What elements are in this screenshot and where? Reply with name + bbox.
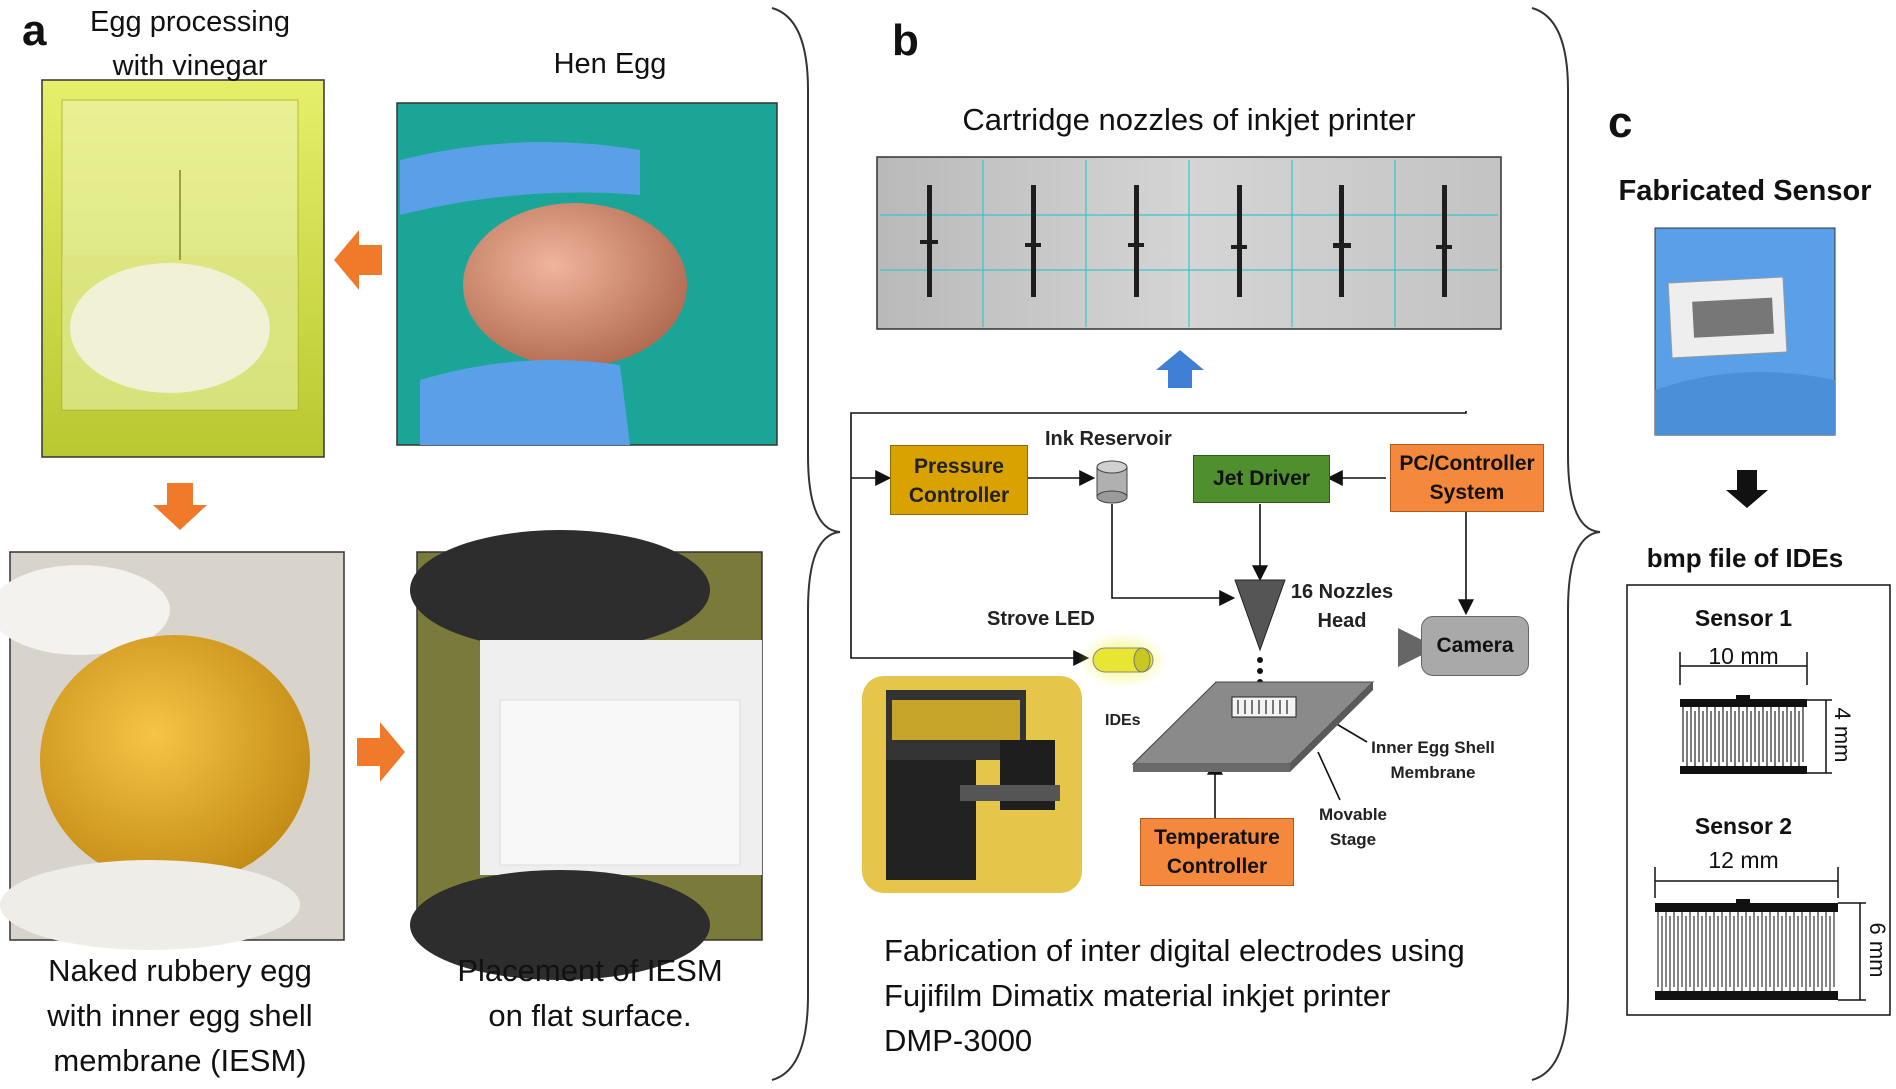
box-pc-controller: PC/Controller System <box>1390 444 1544 512</box>
label-line: Movable <box>1318 805 1388 824</box>
arrow-up-blue-icon <box>1156 350 1204 388</box>
title-bmp-file: bmp file of IDEs <box>1646 543 1844 573</box>
sensor2-ide <box>1654 867 1866 1001</box>
movable-stage-icon <box>1131 681 1375 772</box>
caption-line: Fujifilm Dimatix material inkjet printer <box>884 978 1391 1013</box>
caption-line: DMP-3000 <box>884 1023 1033 1058</box>
brace-right <box>1531 7 1601 1081</box>
box-line: Controller <box>1166 855 1268 878</box>
sensor1-ide <box>1679 652 1832 774</box>
arrow-hen-to-beaker-icon <box>334 230 382 290</box>
label-line: Egg processing <box>90 6 290 38</box>
photo-naked-egg <box>0 551 345 950</box>
caption-fabrication: Fabrication of inter digital electrodes … <box>884 928 1465 1063</box>
photo-hen-egg <box>396 102 778 446</box>
caption-line: Fabrication of inter digital electrodes … <box>884 933 1465 968</box>
arrow-naked-to-flat-icon <box>357 722 405 782</box>
nozzle-head-icon <box>1234 579 1286 652</box>
box-jet-driver: Jet Driver <box>1193 455 1330 503</box>
droplets <box>1257 657 1263 685</box>
box-line: Controller <box>908 484 1010 507</box>
sensor1-width: 10 mm <box>1708 643 1779 669</box>
label-line: with vinegar <box>112 50 268 82</box>
label-line: Inner Egg Shell <box>1371 738 1495 757</box>
sensor1-height: 4 mm <box>1830 707 1855 763</box>
sensor2-name: Sensor 2 <box>1694 813 1793 839</box>
box-camera: Camera <box>1421 616 1529 676</box>
label-line: Membrane <box>1390 763 1476 782</box>
label-ides: IDEs <box>1105 712 1141 729</box>
nozzle-image-title: Cartridge nozzles of inkjet printer <box>962 102 1416 137</box>
box-line: Pressure <box>914 455 1004 478</box>
panel-letter-c: c <box>1608 98 1633 147</box>
box-pressure-controller: Pressure Controller <box>890 445 1028 515</box>
nozzle-image <box>876 156 1502 330</box>
sensor1-name: Sensor 1 <box>1694 605 1793 631</box>
arrow-beaker-to-naked-icon <box>153 483 207 530</box>
label-nozzles-head: 16 Nozzles Head <box>1282 578 1402 636</box>
label-egg-processing: Egg processing with vinegar <box>60 0 320 88</box>
label-iesm-placement: Placement of IESM on flat surface. <box>410 948 770 1038</box>
brace-left <box>771 7 841 1081</box>
printer-photo <box>862 676 1082 893</box>
label-line: on flat surface. <box>488 998 692 1033</box>
label-movable-stage: Movable Stage <box>1303 802 1403 852</box>
label-line: with inner egg shell <box>47 998 313 1033</box>
sensor2-width: 12 mm <box>1708 847 1779 873</box>
label-line: Head <box>1317 610 1367 632</box>
ink-reservoir-icon <box>1096 460 1128 504</box>
label-line: 16 Nozzles <box>1290 581 1394 603</box>
label-strove-led: Strove LED <box>987 608 1095 630</box>
photo-beaker <box>41 79 325 458</box>
label-line: Naked rubbery egg <box>48 953 312 988</box>
box-temperature-controller: Temperature Controller <box>1140 818 1294 886</box>
box-line: PC/Controller <box>1399 452 1535 475</box>
panel-letter-b: b <box>892 16 919 65</box>
label-inner-membrane: Inner Egg Shell Membrane <box>1358 735 1508 785</box>
panel-letter-a: a <box>22 6 47 55</box>
camera-icon <box>1398 628 1422 667</box>
label-hen-egg: Hen Egg <box>553 48 667 80</box>
title-fabricated-sensor: Fabricated Sensor <box>1618 175 1872 207</box>
sensor-photo <box>1654 227 1836 436</box>
label-ink-reservoir: Ink Reservoir <box>1045 428 1172 450</box>
label-line: membrane (IESM) <box>53 1043 307 1078</box>
box-line: Temperature <box>1154 826 1280 849</box>
sensor2-height: 6 mm <box>1865 922 1890 978</box>
label-naked-egg: Naked rubbery egg with inner egg shell m… <box>0 948 360 1083</box>
arrow-down-black-icon <box>1726 470 1768 508</box>
box-line: System <box>1429 481 1505 504</box>
label-line: Placement of IESM <box>457 953 723 988</box>
label-line: Stage <box>1329 830 1377 849</box>
strove-led-icon <box>1078 632 1168 688</box>
photo-iesm-flat <box>410 530 763 980</box>
